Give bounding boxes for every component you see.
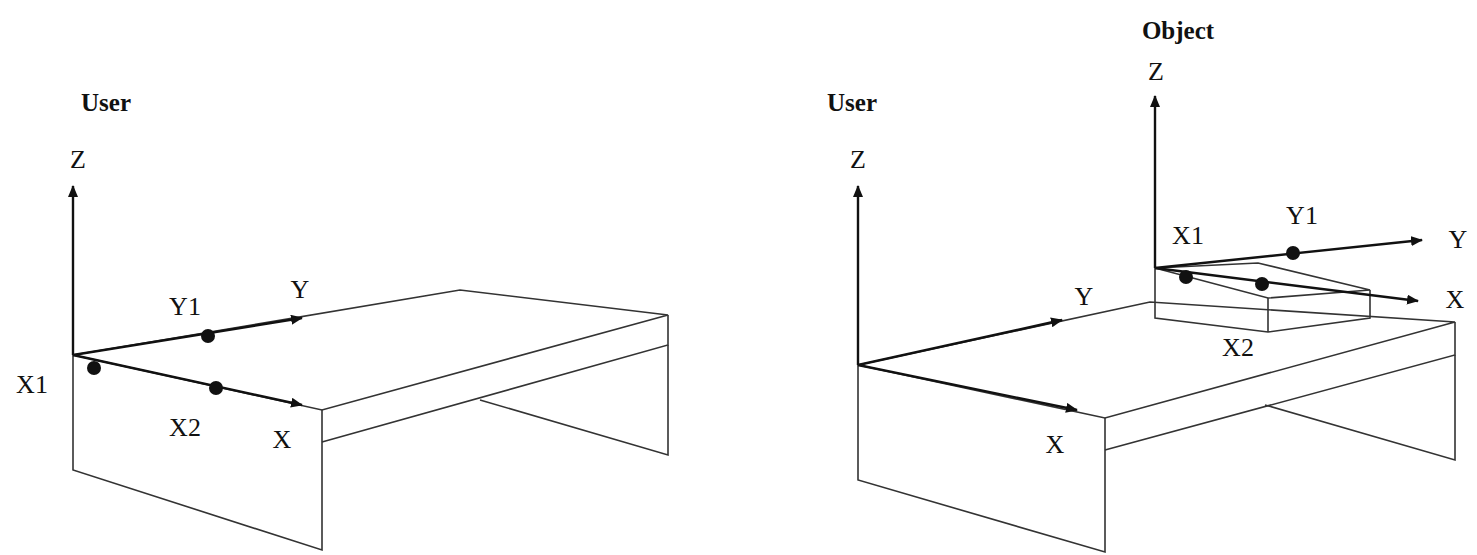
axis-label: Z — [1148, 59, 1164, 85]
axis-label: X — [1046, 432, 1065, 458]
axis-label: X — [1446, 287, 1465, 313]
left-axes — [73, 186, 302, 405]
axis-label: Y — [1075, 284, 1094, 310]
frame-title: User — [827, 90, 877, 115]
right-points — [1179, 246, 1300, 291]
point-label: X1 — [16, 372, 48, 398]
point-label: Y1 — [1286, 203, 1318, 229]
frame-title: User — [81, 90, 131, 115]
axis-label: Z — [850, 147, 866, 173]
axis-label: Y — [291, 277, 310, 303]
axis-label: X — [273, 427, 292, 453]
point-label: X1 — [1172, 223, 1204, 249]
right-axes — [858, 96, 1422, 410]
left-table — [73, 290, 668, 550]
axis-label: Y — [1449, 227, 1468, 253]
point-label: X2 — [1222, 335, 1254, 361]
point-label: X2 — [169, 415, 201, 441]
point-label: Y1 — [169, 294, 201, 320]
object-box — [1155, 263, 1370, 332]
frame-title: Object — [1142, 18, 1214, 43]
left-points — [87, 329, 223, 395]
right-table — [858, 302, 1455, 552]
axis-label: Z — [70, 147, 86, 173]
